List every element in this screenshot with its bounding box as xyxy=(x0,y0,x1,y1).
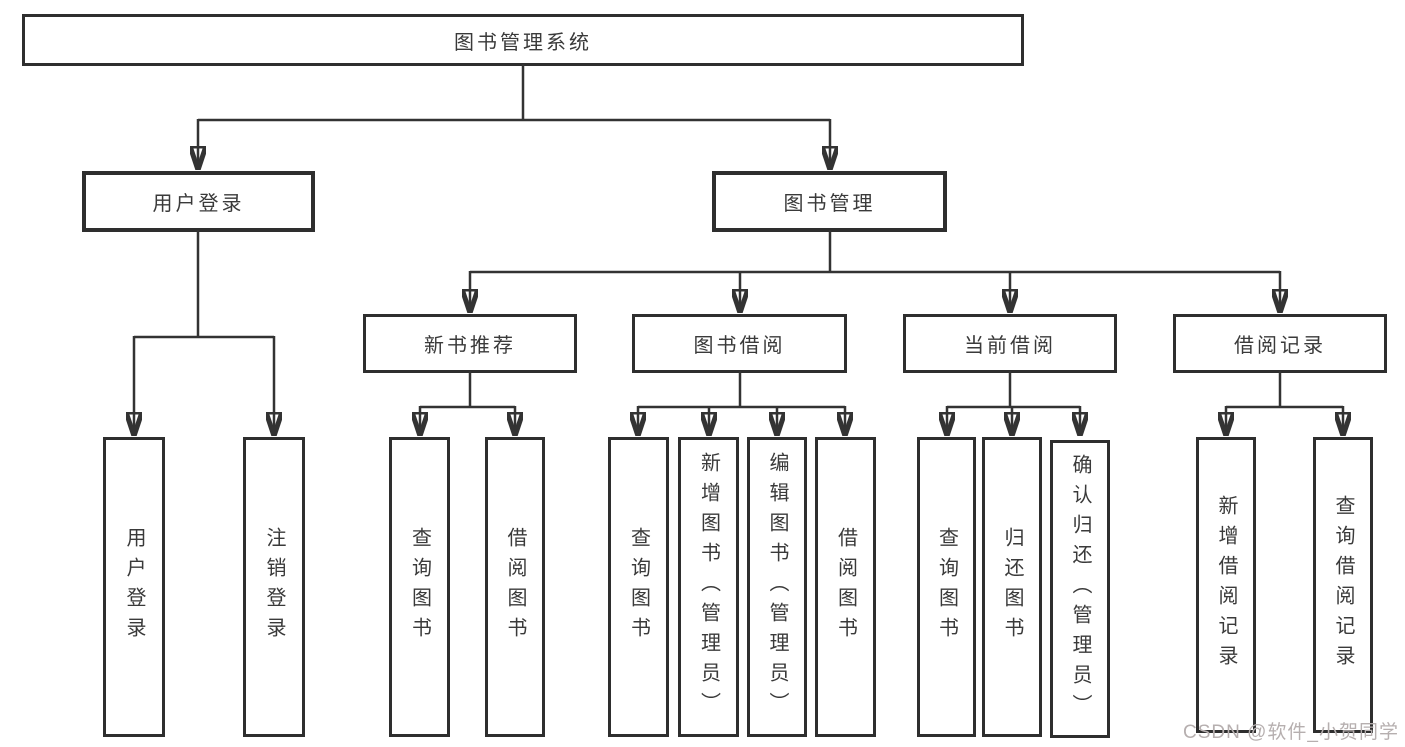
leaf-borrow-edit-book-admin: 编辑图书（管理员） xyxy=(747,437,807,737)
node-book-borrow: 图书借阅 xyxy=(632,314,847,373)
leaf-recommend-query-book: 查询图书 xyxy=(389,437,450,737)
node-new-book-recommend: 新书推荐 xyxy=(363,314,577,373)
node-book-borrow-label: 图书借阅 xyxy=(693,335,786,357)
node-new-book-recommend-label: 新书推荐 xyxy=(424,335,516,357)
leaf-recommend-borrow-book: 借阅图书 xyxy=(485,437,545,737)
leaf-current-return-book: 归还图书 xyxy=(982,437,1042,737)
leaf-current-return-book-label: 归还图书 xyxy=(1001,527,1023,647)
leaf-current-confirm-return-admin: 确认归还（管理员） xyxy=(1050,440,1110,738)
leaf-records-add-record-label: 新增借阅记录 xyxy=(1215,495,1237,675)
node-borrow-records: 借阅记录 xyxy=(1173,314,1387,373)
node-user-login: 用户登录 xyxy=(82,171,315,232)
node-root-label: 图书管理系统 xyxy=(454,31,592,54)
leaf-user-login: 用户登录 xyxy=(103,437,165,737)
node-current-borrow-label: 当前借阅 xyxy=(964,335,1056,357)
leaf-records-query-record-label: 查询借阅记录 xyxy=(1332,495,1354,675)
leaf-user-login-label: 用户登录 xyxy=(123,527,145,647)
leaf-borrow-query-book-label: 查询图书 xyxy=(627,527,650,647)
leaf-borrow-borrow-book: 借阅图书 xyxy=(815,437,876,737)
leaf-borrow-edit-book-admin-label: 编辑图书（管理员） xyxy=(766,452,788,722)
leaf-current-confirm-return-admin-label: 确认归还（管理员） xyxy=(1069,454,1091,724)
node-current-borrow: 当前借阅 xyxy=(903,314,1117,373)
node-root: 图书管理系统 xyxy=(22,14,1024,66)
leaf-borrow-borrow-book-label: 借阅图书 xyxy=(834,527,857,647)
leaf-borrow-add-book-admin-label: 新增图书（管理员） xyxy=(697,452,720,722)
leaf-records-add-record: 新增借阅记录 xyxy=(1196,437,1256,733)
node-book-management: 图书管理 xyxy=(712,171,947,232)
node-borrow-records-label: 借阅记录 xyxy=(1234,335,1326,357)
leaf-recommend-borrow-book-label: 借阅图书 xyxy=(504,527,526,647)
leaf-records-query-record: 查询借阅记录 xyxy=(1313,437,1373,733)
node-user-login-label: 用户登录 xyxy=(152,193,245,215)
leaf-logout-label: 注销登录 xyxy=(263,527,285,647)
csdn-watermark: CSDN @软件_小贺同学 xyxy=(1183,722,1399,743)
leaf-borrow-query-book: 查询图书 xyxy=(608,437,669,737)
leaf-recommend-query-book-label: 查询图书 xyxy=(408,527,431,647)
leaf-current-query-book-label: 查询图书 xyxy=(935,527,958,647)
node-book-management-label: 图书管理 xyxy=(783,193,876,215)
leaf-current-query-book: 查询图书 xyxy=(917,437,976,737)
leaf-borrow-add-book-admin: 新增图书（管理员） xyxy=(678,437,739,737)
leaf-logout: 注销登录 xyxy=(243,437,305,737)
